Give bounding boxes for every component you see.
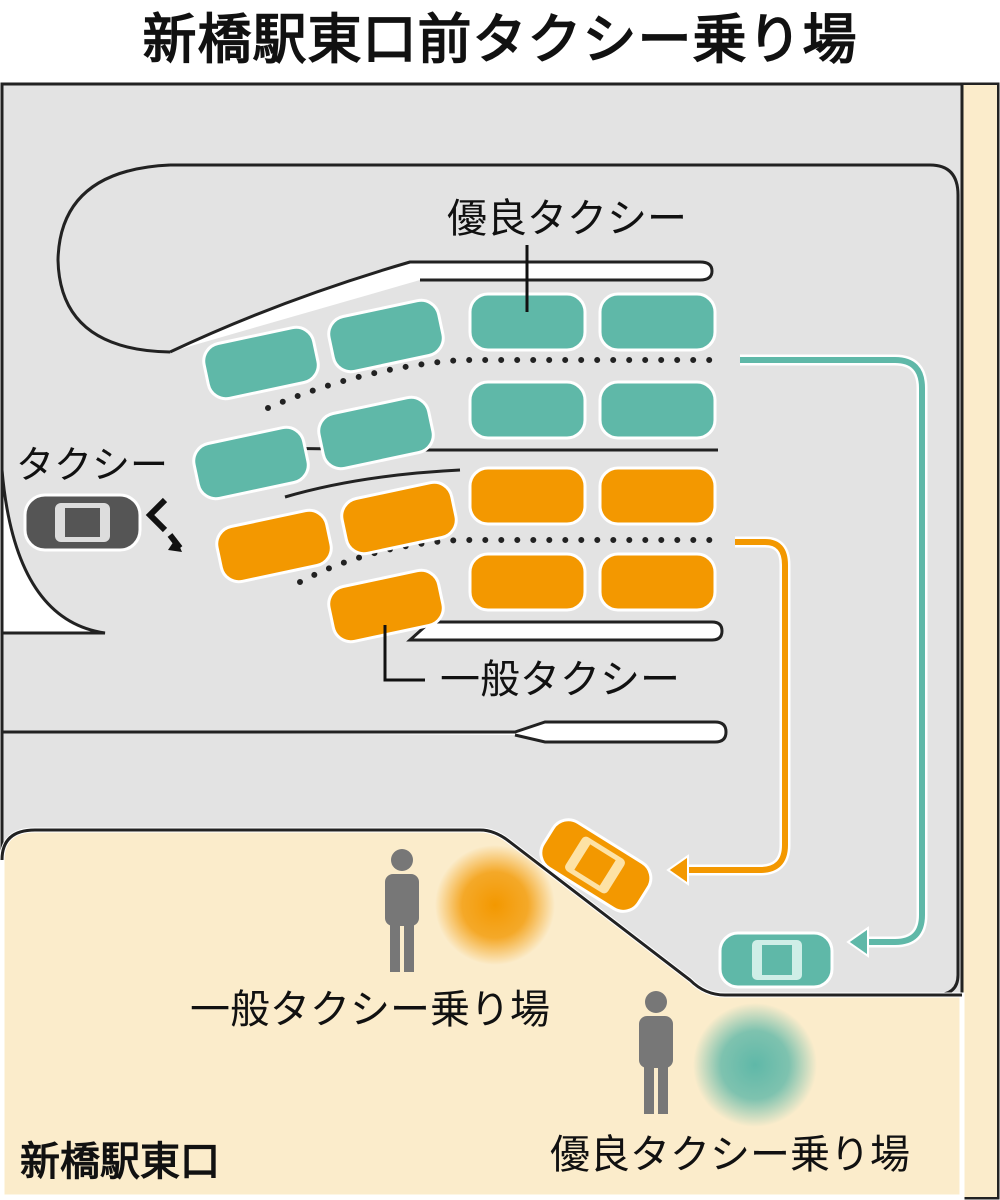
- premium-stand-label: 優良タクシー乗り場: [550, 1132, 910, 1178]
- premium-taxi-label: 優良タクシー: [447, 196, 687, 242]
- median-island-bottom: [2, 720, 728, 744]
- premium-taxi-queue: [192, 292, 717, 501]
- general-stand-marker: [435, 845, 555, 965]
- right-sidewalk: [962, 85, 997, 1197]
- diagram-title: 新橋駅東口前タクシー乗り場: [142, 8, 858, 71]
- general-stand-label: 一般タクシー乗り場: [190, 987, 550, 1033]
- general-route-arrow: [680, 539, 788, 873]
- general-taxi-queue: [215, 466, 717, 644]
- taxi-car-icon: [23, 493, 142, 552]
- median-island: [406, 620, 724, 642]
- station-exit-label: 新橋駅東口: [20, 1139, 220, 1185]
- premium-route-arrow: [740, 357, 925, 945]
- premium-taxi-boarding-icon: [718, 931, 834, 989]
- premium-stand-marker: [693, 1003, 817, 1127]
- taxi-label: タクシー: [16, 443, 168, 487]
- general-taxi-label: 一般タクシー: [440, 657, 680, 703]
- general-taxi-boarding-icon: [539, 818, 653, 913]
- person-icon: [639, 991, 673, 1114]
- person-icon: [385, 849, 419, 972]
